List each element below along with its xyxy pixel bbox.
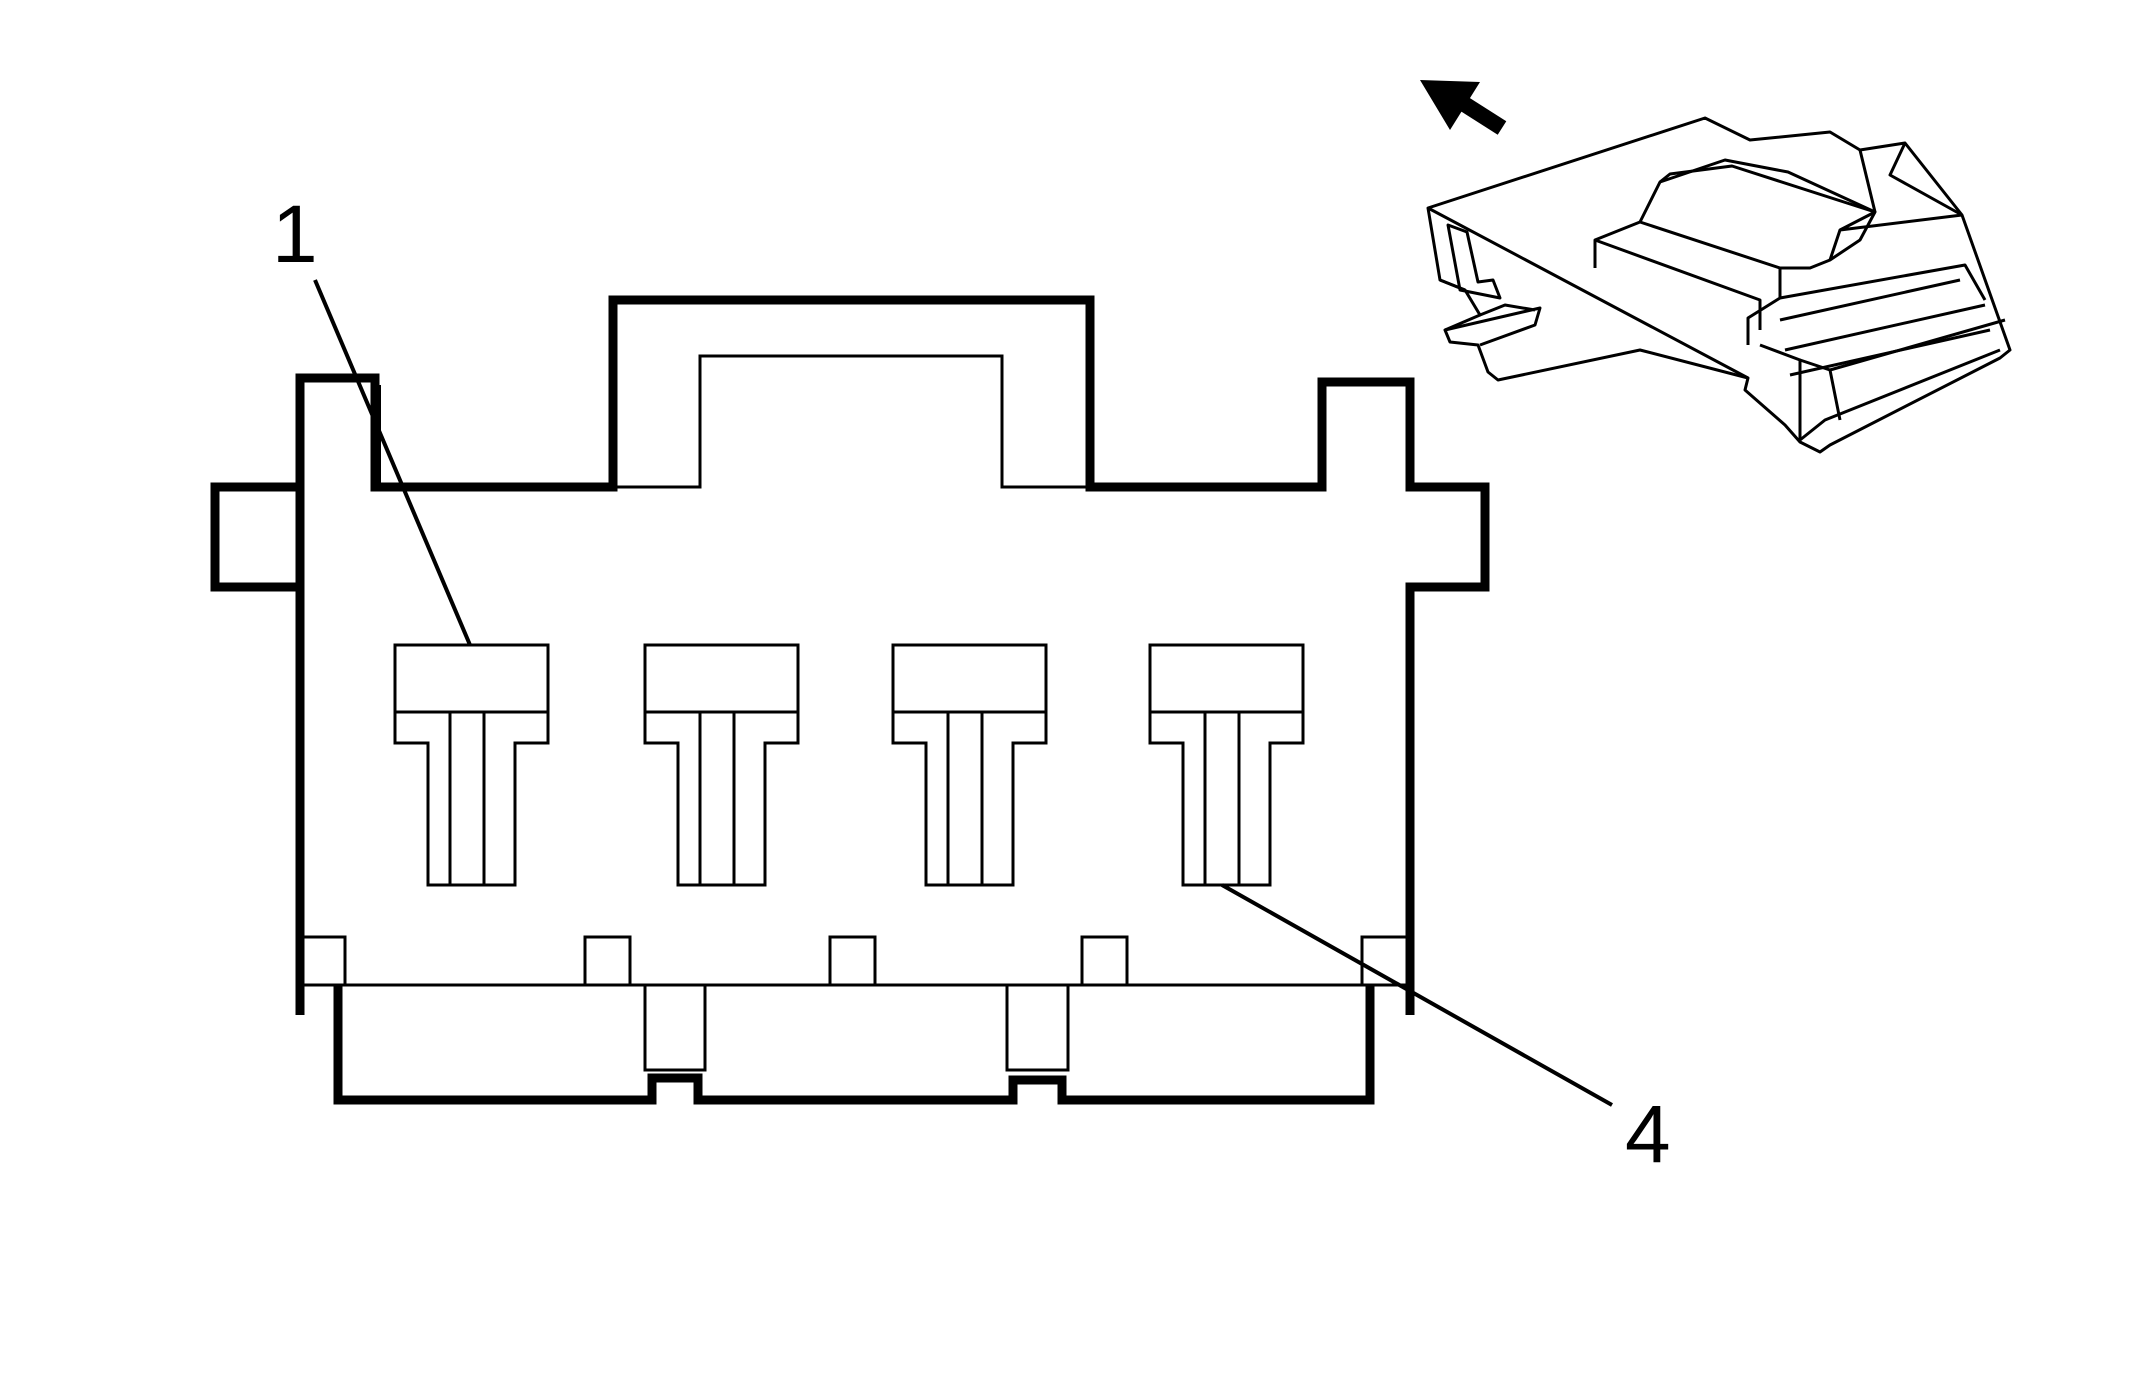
bottom-tabs <box>300 935 1410 985</box>
connector-3d-icon <box>1426 116 2012 454</box>
pin-label-4: 4 <box>1625 1089 1671 1180</box>
leader-line-pin-4 <box>1221 883 1613 1107</box>
leader-line-pin-1 <box>313 279 472 646</box>
bottom-lip-outline <box>333 985 1375 1105</box>
terminal-cavity-3 <box>891 643 1048 887</box>
connector-face <box>210 295 1490 1105</box>
latch-inner-outline <box>613 354 1090 489</box>
pin-label-1: 1 <box>272 189 318 280</box>
terminal-cavity-1 <box>393 643 550 887</box>
terminal-cavity-4 <box>1148 643 1305 887</box>
terminal-cavities <box>393 643 1305 887</box>
connector-housing-outline <box>210 295 1490 1015</box>
arrow-up-left-icon <box>1420 80 1507 135</box>
terminal-cavity-2 <box>643 643 800 887</box>
bottom-lip-dividers <box>643 985 1070 1072</box>
